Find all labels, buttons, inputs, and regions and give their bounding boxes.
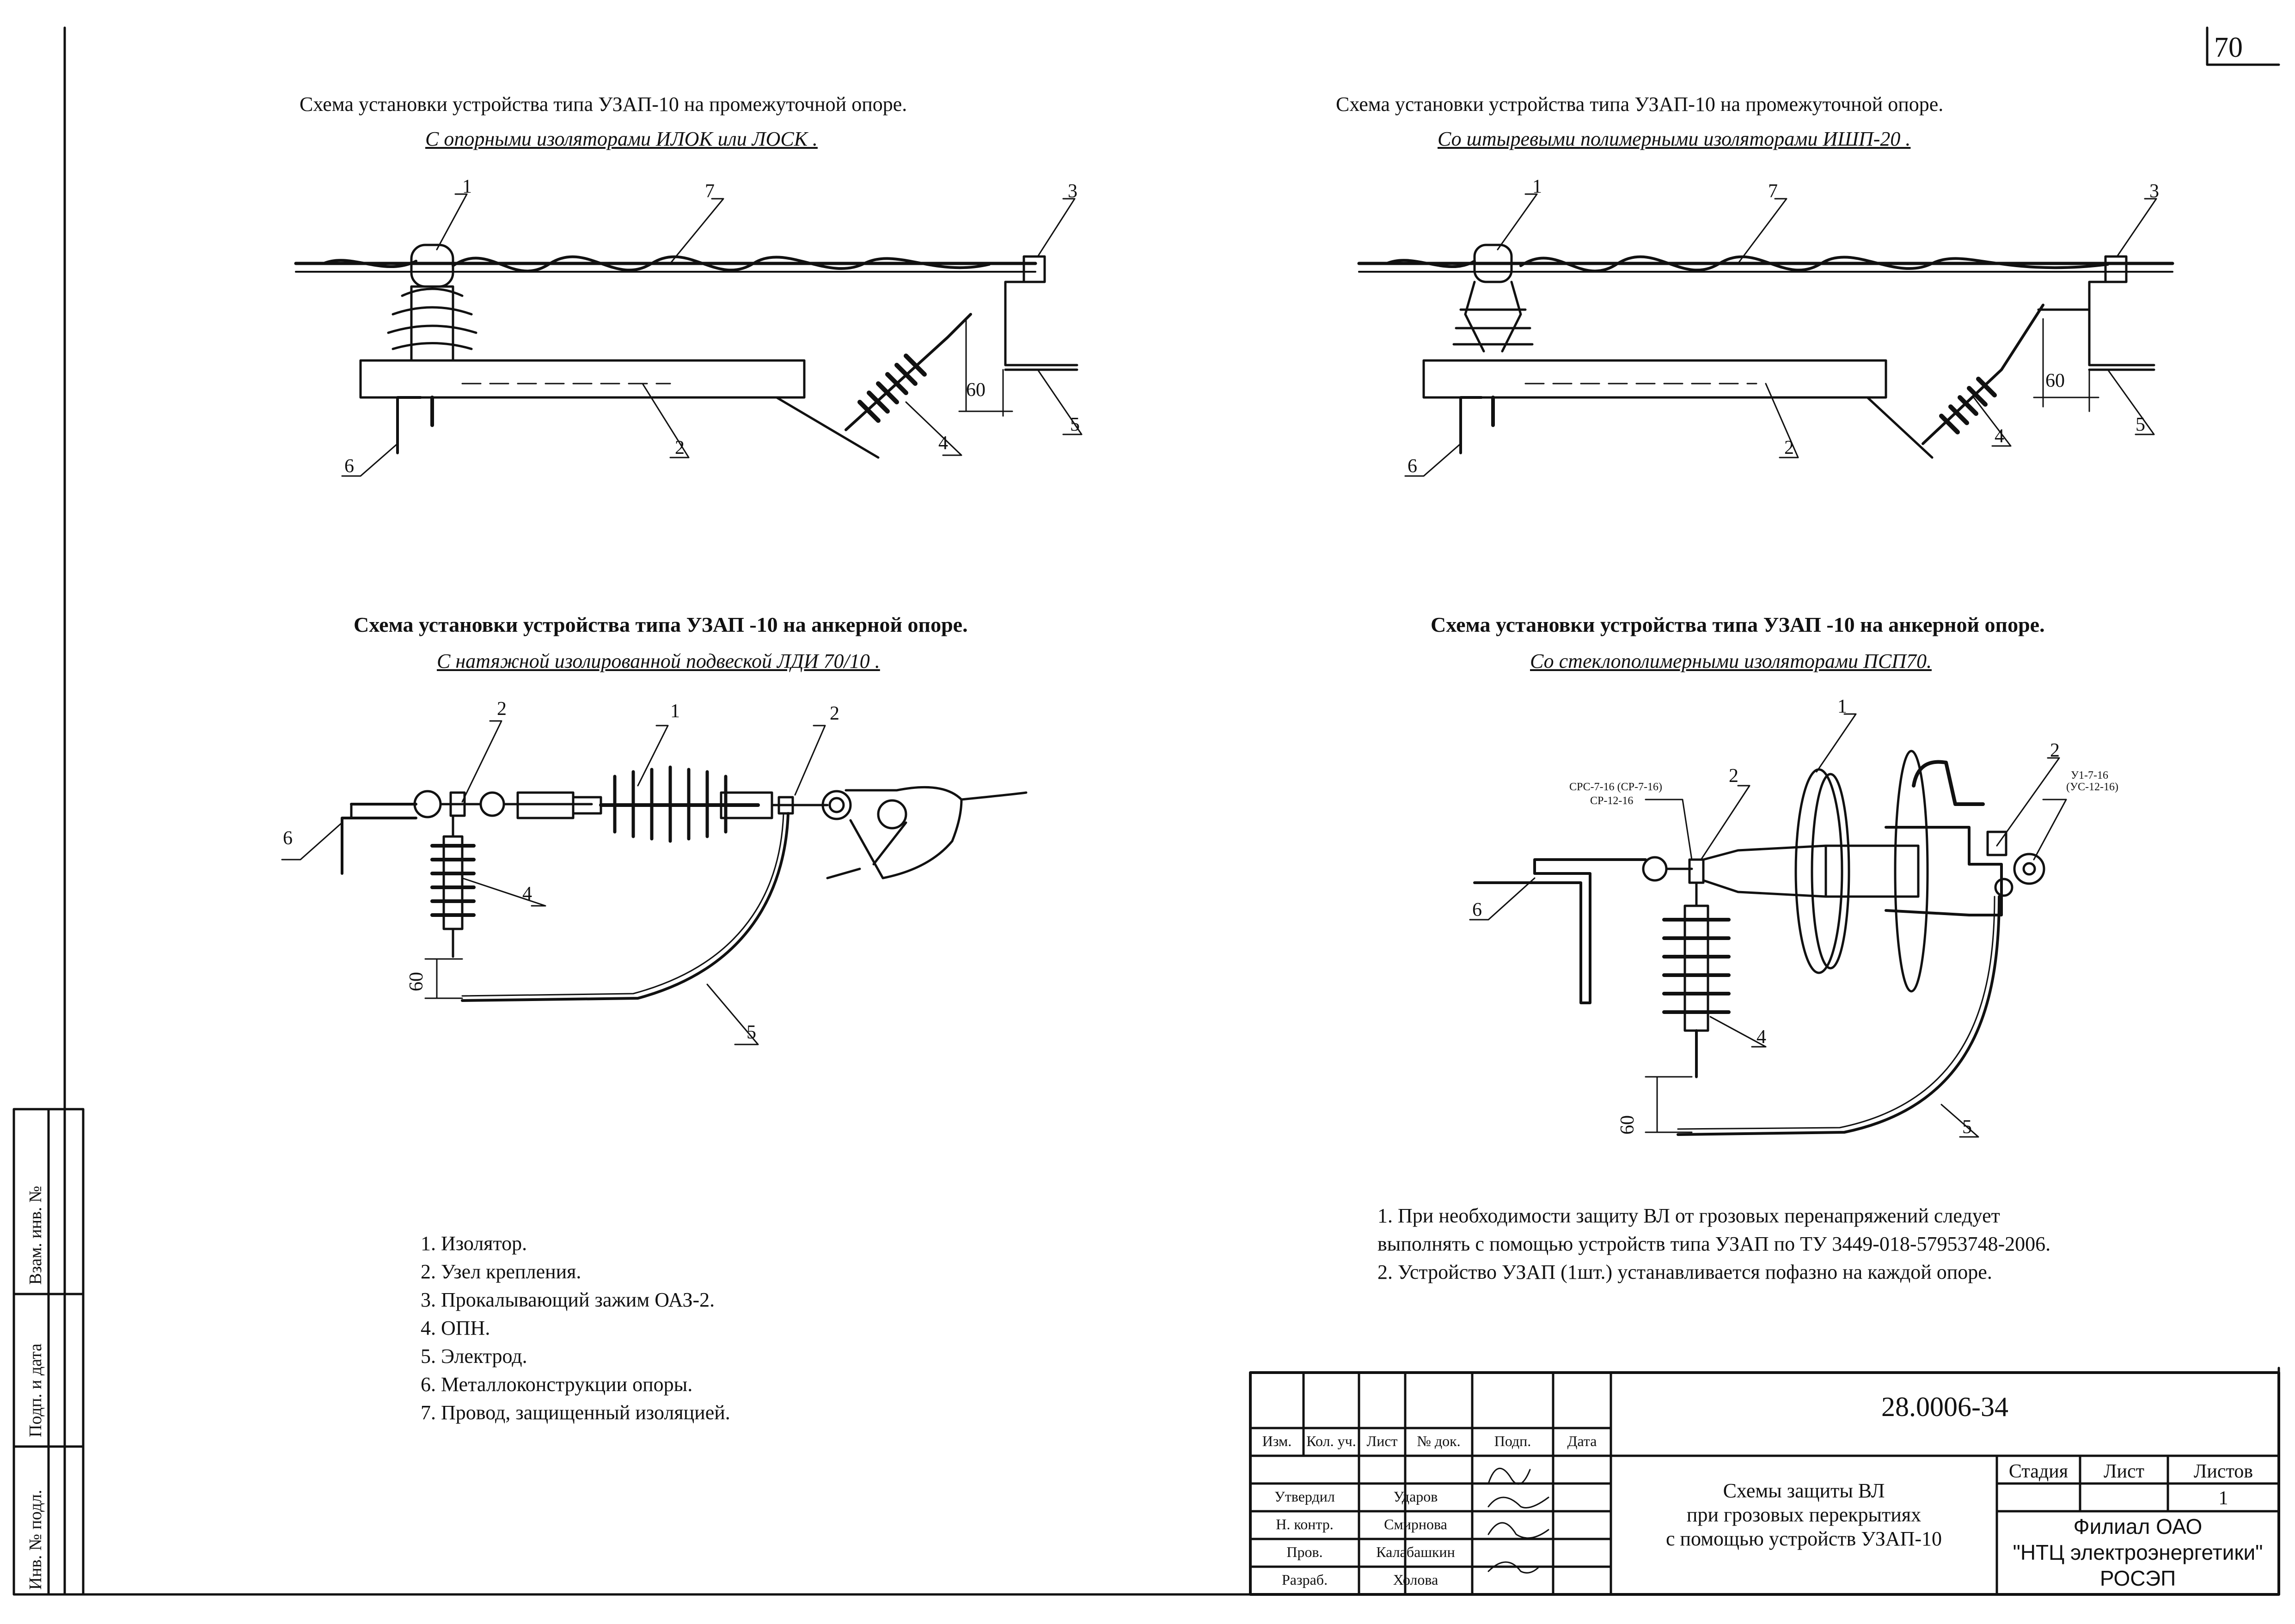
legend-item: 3. Прокалывающий зажим ОАЗ-2. xyxy=(421,1288,715,1311)
callout-2: 2 xyxy=(2050,740,2060,761)
callout-5: 5 xyxy=(1962,1117,1972,1138)
callout-3: 3 xyxy=(2149,181,2159,202)
diagram-3-subtitle: С натяжной изолированной подвеской ЛДИ 7… xyxy=(437,650,880,672)
tb-header-sign: Подп. xyxy=(1494,1433,1531,1449)
callout-3: 3 xyxy=(1068,181,1077,202)
tb-role-norm-control: Н. контр. xyxy=(1276,1516,1334,1532)
legend-item: 4. ОПН. xyxy=(421,1317,490,1339)
tb-name-4: Холова xyxy=(1393,1571,1438,1588)
tb-sheet-label: Лист xyxy=(2104,1461,2144,1482)
diagram-4-drawing xyxy=(1469,713,2067,1138)
legend-item: 5. Электрод. xyxy=(421,1345,527,1368)
callout-6: 6 xyxy=(1408,456,1417,477)
callout-6: 6 xyxy=(1472,899,1482,921)
tb-name-3: Калабашкин xyxy=(1376,1544,1455,1560)
title-block-grid xyxy=(1249,1371,2280,1596)
tb-header-doc: № док. xyxy=(1417,1433,1461,1449)
callout-7: 7 xyxy=(705,181,715,202)
tb-org-line: Филиал ОАО xyxy=(2073,1514,2203,1539)
diagram-4-title: Схема установки устройства типа УЗАП -10… xyxy=(1431,613,2045,636)
callout-2: 2 xyxy=(1784,437,1794,458)
callout-5: 5 xyxy=(2136,414,2145,435)
legend-item: 2. Узел крепления. xyxy=(421,1260,581,1283)
diagram-3-drawing xyxy=(281,720,1028,1045)
callout-2: 2 xyxy=(1729,765,1738,787)
sheet-number: 70 xyxy=(2214,32,2243,63)
stamp-replacement-inv: Взам. инв. № xyxy=(26,1185,45,1285)
tb-name-1: Ударов xyxy=(1393,1488,1438,1505)
tb-doc-title-line: Схемы защиты ВЛ xyxy=(1723,1479,1885,1502)
tb-role-approved: Утвердил xyxy=(1274,1488,1335,1505)
clamp-label-right-top: У1-7-16 xyxy=(2071,769,2108,781)
tb-name-2: Смирнова xyxy=(1384,1516,1447,1532)
tb-organization: Филиал ОАО "НТЦ электроэнергетики" РОСЭП xyxy=(1997,1514,2279,1591)
clamp-label-right-bottom: (УС-12-16) xyxy=(2066,781,2118,793)
tb-doc-title-line: с помощью устройств УЗАП-10 xyxy=(1665,1527,1942,1550)
stamp-signature-date: Подп. и дата xyxy=(26,1343,45,1437)
diagram-2-subtitle: Со штыревыми полимерными изоляторами ИШП… xyxy=(1438,128,1911,150)
tb-role-checked: Пров. xyxy=(1286,1544,1323,1560)
dim-60: 60 xyxy=(406,972,427,991)
note-line: 1. При необходимости защиту ВЛ от грозов… xyxy=(1377,1204,2000,1227)
clamp-label-left-bottom: СР-12-16 xyxy=(1590,795,1634,807)
callout-2: 2 xyxy=(497,698,507,720)
callout-1: 1 xyxy=(1532,176,1542,197)
callout-4: 4 xyxy=(938,433,948,454)
dim-60: 60 xyxy=(1617,1115,1638,1135)
side-stamp xyxy=(12,1108,85,1596)
diagram-1-drawing xyxy=(294,193,1083,477)
tb-header-date: Дата xyxy=(1567,1433,1597,1449)
diagram-2-title: Схема установки устройства типа УЗАП-10 … xyxy=(1336,93,1944,116)
tb-doc-title: Схемы защиты ВЛ при грозовых перекрытиях… xyxy=(1611,1479,1997,1551)
callout-2: 2 xyxy=(830,703,839,724)
legend-item: 1. Изолятор. xyxy=(421,1232,527,1255)
tb-org-line: "НТЦ электроэнергетики" xyxy=(2013,1540,2263,1564)
dim-60: 60 xyxy=(966,379,985,401)
notes-block: 1. При необходимости защиту ВЛ от грозов… xyxy=(1377,1202,2050,1286)
diagram-1-subtitle: С опорными изоляторами ИЛОК или ЛОСК . xyxy=(425,128,818,150)
callout-5: 5 xyxy=(1070,414,1080,435)
legend-item: 6. Металлоконструкции опоры. xyxy=(421,1373,693,1396)
callout-7: 7 xyxy=(1768,181,1778,202)
diagram-1-title: Схема установки устройства типа УЗАП-10 … xyxy=(300,93,907,116)
diagram-3-title: Схема установки устройства типа УЗАП -10… xyxy=(354,613,968,636)
callout-1: 1 xyxy=(462,176,472,197)
callout-4: 4 xyxy=(1756,1026,1766,1048)
dim-60: 60 xyxy=(2045,370,2065,391)
tb-sheets-label: Листов xyxy=(2193,1461,2253,1482)
diagram-4-subtitle: Со стеклополимерными изоляторами ПСП70. xyxy=(1530,650,1932,672)
clamp-label-left-top: СРС-7-16 (СР-7-16) xyxy=(1569,781,1662,793)
tb-org-line: РОСЭП xyxy=(2099,1566,2176,1590)
legend-item: 7. Провод, защищенный изоляцией. xyxy=(421,1401,730,1424)
note-line: выполнять с помощью устройств типа УЗАП … xyxy=(1377,1233,2051,1255)
tb-sheets-value: 1 xyxy=(2218,1488,2228,1509)
tb-header-izm: Изм. xyxy=(1262,1433,1292,1449)
doc-code: 28.0006-34 xyxy=(1881,1392,2008,1422)
callout-5: 5 xyxy=(747,1022,756,1043)
note-line: 2. Устройство УЗАП (1шт.) устанавливаетс… xyxy=(1377,1261,1992,1283)
callout-4: 4 xyxy=(1995,426,2004,447)
tb-header-kol: Кол. уч. xyxy=(1306,1433,1356,1449)
callout-6: 6 xyxy=(344,456,354,477)
callout-6: 6 xyxy=(283,828,293,849)
callout-1: 1 xyxy=(670,701,680,722)
tb-header-list: Лист xyxy=(1366,1433,1398,1449)
legend-list: 1. Изолятор. 2. Узел крепления. 3. Прока… xyxy=(421,1229,730,1427)
callout-2: 2 xyxy=(675,437,685,458)
stamp-original-inv: Инв. № подл. xyxy=(26,1490,45,1590)
tb-doc-title-line: при грозовых перекрытиях xyxy=(1686,1503,1922,1526)
callout-1: 1 xyxy=(1837,696,1847,717)
tb-role-developed: Разраб. xyxy=(1281,1571,1328,1588)
callout-4: 4 xyxy=(522,883,532,904)
tb-stage-label: Стадия xyxy=(2008,1461,2069,1482)
diagram-2-drawing xyxy=(1357,193,2174,477)
